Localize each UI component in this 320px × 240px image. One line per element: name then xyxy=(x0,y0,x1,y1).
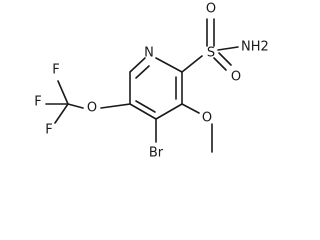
sulfonyl-oxygen-bottom-label: O xyxy=(231,70,241,85)
bond-c4-c5 xyxy=(129,103,157,120)
bond-c-f-top xyxy=(57,80,69,105)
bond-c6-n xyxy=(129,57,146,73)
methoxy-oxygen-label: O xyxy=(202,111,212,126)
bond-s-nh2 xyxy=(217,46,239,51)
ring-double-bond-c4-c5 xyxy=(135,100,156,113)
fluorine-bottom-label: F xyxy=(45,123,52,138)
bromine-label: Br xyxy=(149,146,164,161)
bond-s-o-bottom-b xyxy=(218,52,232,66)
bond-c2-s xyxy=(181,55,203,73)
bond-c3-c4 xyxy=(155,103,183,120)
ring-nitrogen-label: N xyxy=(144,46,154,61)
chemical-structure: N S O O NH2 O Br O F F F xyxy=(34,2,269,161)
sulfonyl-oxygen-top-label: O xyxy=(206,2,216,17)
fluorine-top-label: F xyxy=(52,63,59,78)
bond-c3-o-methoxy xyxy=(181,103,200,114)
bond-s-o-bottom-a xyxy=(213,57,227,71)
ether-oxygen-label: O xyxy=(87,101,97,116)
bond-c-f-bottom xyxy=(54,103,69,124)
bond-o-cf3 xyxy=(67,103,84,109)
sulfur-label: S xyxy=(207,46,215,61)
bond-n-c2 xyxy=(155,57,183,73)
bond-c5-o-ether xyxy=(100,103,131,109)
ring-double-bond-c6-n xyxy=(135,65,150,79)
fluorine-left-label: F xyxy=(34,95,41,110)
amine-label: NH2 xyxy=(241,40,269,55)
